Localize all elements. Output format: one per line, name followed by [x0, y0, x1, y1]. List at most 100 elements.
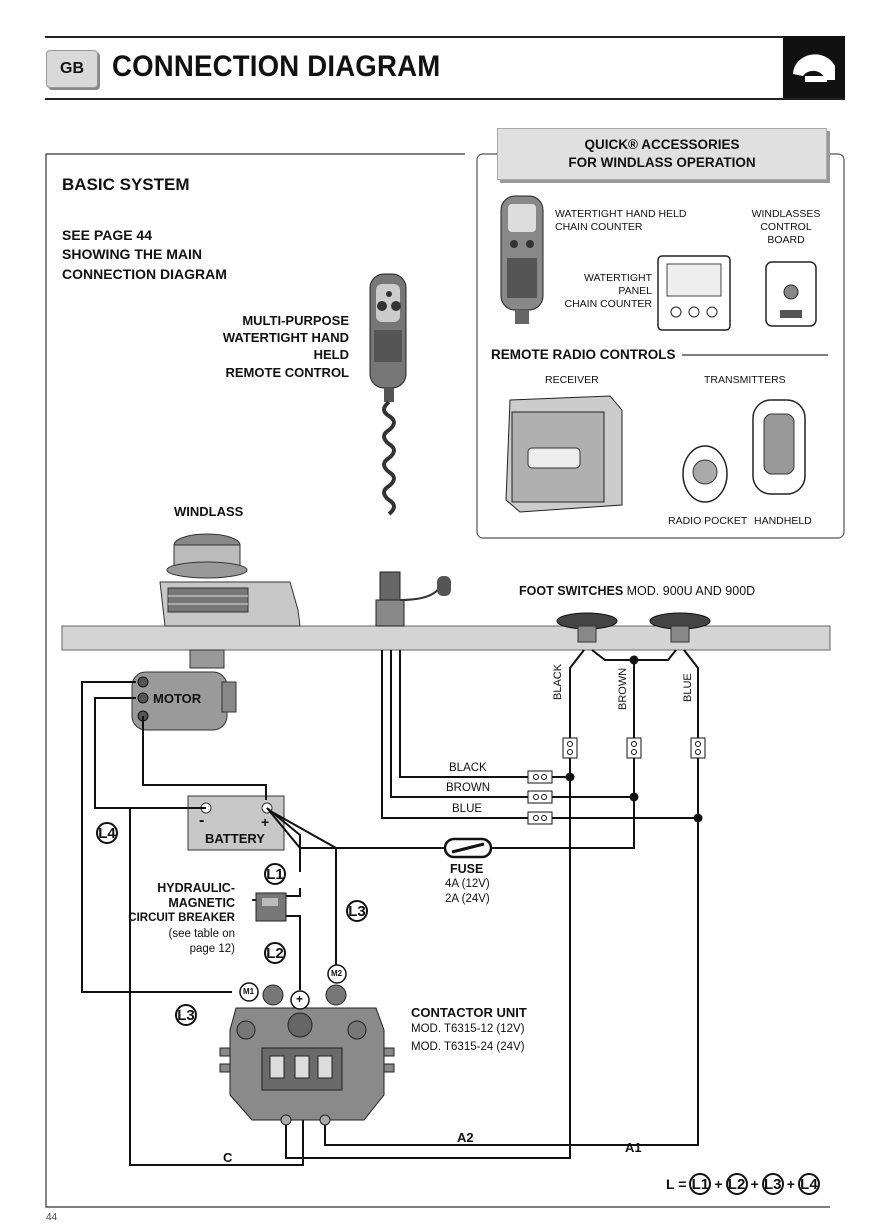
breaker-label-line3: CIRCUIT BREAKER: [128, 912, 235, 924]
lead-l2: L2: [264, 942, 286, 964]
terminal-block-icon: [626, 737, 642, 759]
panel-counter-label: WATERTIGHT PANEL CHAIN COUNTER: [564, 272, 652, 310]
formula-l1: L1: [689, 1173, 712, 1195]
wire-label-brown: BROWN: [446, 782, 491, 794]
diagram-frame: [45, 153, 830, 1208]
terminal-block-icon: [527, 790, 553, 804]
formula-plus-2: +: [750, 1176, 759, 1192]
lead-a2: A2: [457, 1130, 474, 1145]
breaker-label-line1: HYDRAULIC-: [157, 881, 235, 895]
basic-system-title: BASIC SYSTEM: [62, 175, 190, 194]
transmitters-label: TRANSMITTERS: [704, 374, 786, 386]
lead-l3-upper: L3: [346, 900, 368, 922]
windlass-icon: [159, 533, 301, 669]
lead-l1: L1: [264, 863, 286, 885]
formula-l-eq: L =: [666, 1176, 687, 1192]
lead-l4-badge: L4: [96, 822, 118, 844]
lead-l2-badge: L2: [264, 942, 286, 964]
windlass-label: WINDLASS: [174, 504, 244, 519]
battery-icon: [187, 795, 285, 851]
m2-terminal: [327, 964, 347, 984]
fuse-rating-12v: 4A (12V): [445, 878, 490, 890]
hand-held-counter-label: WATERTIGHT HAND HELD CHAIN COUNTER: [555, 208, 687, 233]
remote-label-line3: HELD: [313, 347, 349, 362]
receiver-icon: [505, 395, 623, 513]
wire-label-black: BLACK: [449, 762, 487, 774]
breaker-label-line5: page 12): [189, 943, 235, 955]
header-top-rule: [45, 36, 845, 38]
remote-label-line4: REMOTE CONTROL: [225, 365, 350, 380]
breaker-label-line2: MAGNETIC: [168, 896, 235, 910]
page-title: CONNECTION DIAGRAM: [112, 50, 441, 83]
fuse-icon: [443, 837, 493, 859]
remote-control-icon: [369, 273, 451, 627]
accessories-title-line1: QUICK® ACCESSORIES: [584, 137, 740, 152]
wire-label-brown-vertical: BROWN: [617, 667, 629, 710]
terminal-block-icon: [527, 811, 553, 825]
motor-icon: [131, 671, 237, 731]
radio-pocket-icon: [682, 445, 728, 503]
motor-label: MOTOR: [153, 691, 202, 706]
lead-a1: A1: [625, 1140, 642, 1155]
foot-switch-icon: [556, 612, 618, 643]
control-board-label: WINDLASSES CONTROL BOARD: [751, 208, 821, 246]
circuit-breaker-icon: [252, 892, 287, 922]
hand-held-chain-counter-icon: [500, 195, 544, 324]
lead-l3-upper-badge: L3: [346, 900, 368, 922]
see-page-line3: CONNECTION DIAGRAM: [62, 266, 227, 282]
see-page-line1: SEE PAGE 44: [62, 227, 153, 243]
wire-label-black-vertical: BLACK: [552, 663, 564, 700]
plus-terminal: [290, 990, 310, 1010]
handheld-transmitter-icon: [752, 399, 806, 495]
battery-plus: +: [261, 814, 270, 830]
lead-l3-lower: L3: [175, 1004, 197, 1026]
remote-radio-title: REMOTE RADIO CONTROLS: [491, 347, 676, 362]
battery-label: BATTERY: [205, 831, 265, 846]
contactor-title: CONTACTOR UNIT: [411, 1005, 527, 1020]
accessories-title: QUICK® ACCESSORIES FOR WINDLASS OPERATIO…: [497, 128, 827, 180]
accessories-title-line2: FOR WINDLASS OPERATION: [568, 155, 756, 170]
remote-label-line2: WATERTIGHT HAND: [222, 330, 349, 345]
breaker-label-line4: (see table on: [168, 928, 236, 940]
handheld-label: HANDHELD: [754, 515, 812, 527]
formula-plus-1: +: [714, 1176, 723, 1192]
m1-label: M1: [243, 987, 255, 996]
lead-l3-lower-badge: L3: [175, 1004, 197, 1026]
terminal-block-icon: [690, 737, 706, 759]
page-number: 44: [46, 1212, 58, 1223]
fuse-label: FUSE: [450, 862, 484, 876]
foot-switch-icon: [649, 612, 711, 643]
fuse-rating-24v: 2A (24V): [445, 893, 490, 905]
contactor-plus-label: +: [296, 992, 304, 1006]
lead-l4: L4: [96, 822, 118, 844]
wire-label-blue: BLUE: [452, 803, 483, 815]
lead-l1-badge: L1: [264, 863, 286, 885]
terminal-block-icon: [562, 737, 578, 759]
remote-label-line1: MULTI-PURPOSE: [242, 313, 349, 328]
header-bottom-rule: [45, 98, 845, 100]
see-page-line2: SHOWING THE MAIN: [62, 246, 202, 262]
m1-terminal: [239, 982, 259, 1002]
contactor-icon: [219, 984, 395, 1126]
quick-logo-icon: [783, 36, 845, 98]
length-formula: L = L1 + L2 + L3 + L4: [666, 1173, 820, 1195]
battery-minus: -: [199, 812, 205, 829]
terminal-block-icon: [527, 770, 553, 784]
panel-chain-counter-icon: [657, 255, 731, 331]
lead-c: C: [223, 1150, 233, 1165]
formula-l2: L2: [725, 1173, 748, 1195]
formula-l4: L4: [797, 1173, 820, 1195]
formula-plus-3: +: [786, 1176, 795, 1192]
language-badge: GB: [46, 50, 98, 88]
control-board-icon: [765, 261, 817, 327]
contactor-mod-24v: MOD. T6315-24 (24V): [411, 1041, 525, 1053]
m2-label: M2: [331, 969, 343, 978]
radio-pocket-label: RADIO POCKET: [668, 515, 748, 527]
deck: [61, 625, 831, 651]
receiver-label: RECEIVER: [545, 374, 599, 386]
wire-label-blue-vertical: BLUE: [682, 673, 694, 702]
formula-l3: L3: [761, 1173, 784, 1195]
contactor-mod-12v: MOD. T6315-12 (12V): [411, 1023, 525, 1035]
foot-switches-label: FOOT SWITCHES MOD. 900U AND 900D: [519, 584, 756, 598]
